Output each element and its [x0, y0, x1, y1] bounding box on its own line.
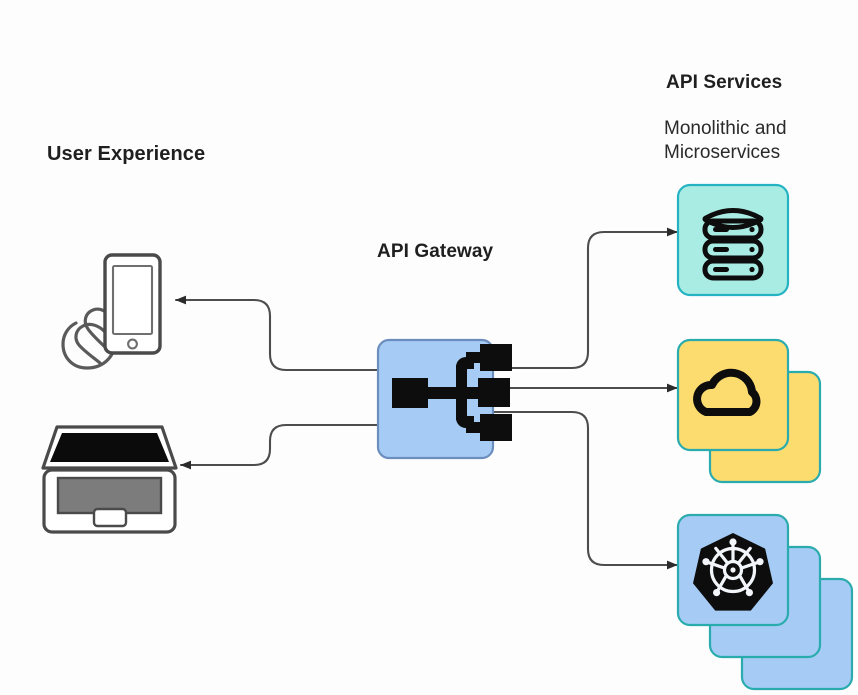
- smartphone-icon: [103, 253, 162, 355]
- connector-layer: [174, 227, 679, 570]
- node-mobile-device[interactable]: [61, 253, 162, 370]
- server-stack-icon: [702, 208, 764, 281]
- connector-gateway-to-database: [491, 227, 679, 370]
- cloud-icon: [693, 368, 761, 416]
- node-database-service[interactable]: [676, 183, 790, 297]
- node-kubernetes-service[interactable]: [676, 513, 854, 691]
- connector-gateway-to-mobile: [174, 295, 380, 372]
- label-user-experience: User Experience: [47, 143, 206, 165]
- label-api-services-subtitle: Monolithic and Microservices: [664, 118, 787, 164]
- connector-gateway-to-laptop: [179, 423, 380, 470]
- node-api-gateway[interactable]: [376, 338, 512, 460]
- node-cloud-service[interactable]: [676, 338, 822, 484]
- laptop-icon: [41, 425, 178, 534]
- label-api-gateway: API Gateway: [377, 241, 494, 262]
- node-laptop-device[interactable]: [41, 425, 178, 534]
- cloud-card-front: [676, 338, 790, 452]
- gateway-hub-icon: [392, 344, 512, 441]
- kubernetes-icon: [693, 533, 773, 611]
- connector-gateway-to-kubernetes: [491, 410, 679, 570]
- label-api-services: API Services: [666, 72, 783, 93]
